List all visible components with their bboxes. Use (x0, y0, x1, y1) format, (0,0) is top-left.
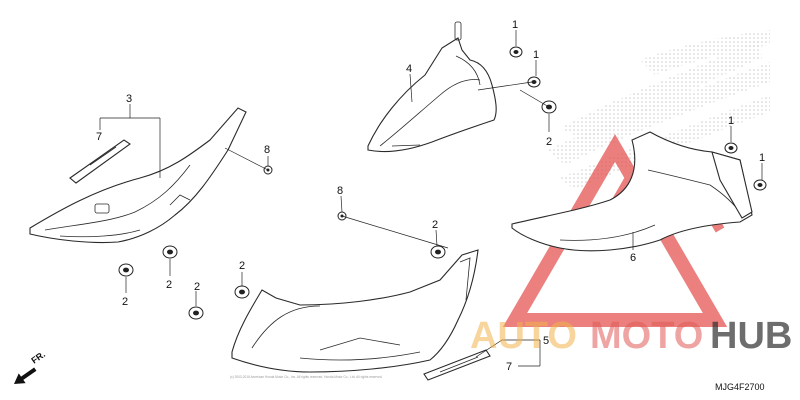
grommet-2-center (430, 245, 446, 259)
grommet-2-left-a (118, 263, 134, 277)
watermark-moto: MOTO (590, 315, 703, 357)
callout-7b: 7 (506, 361, 512, 373)
grommet-1c (724, 142, 738, 154)
callout-1c: 1 (728, 115, 734, 127)
part-5-lower-cover (231, 249, 479, 373)
callout-2b: 2 (122, 296, 128, 308)
grommet-1b (527, 76, 541, 88)
callout-2c: 2 (166, 279, 172, 291)
grommet-2-mid (234, 285, 250, 299)
callout-7a: 7 (96, 131, 102, 143)
callout-1a: 1 (512, 19, 518, 31)
callout-8a: 8 (264, 144, 270, 156)
copyright-text: (c) 2003-2016 American Honda Motor Co., … (230, 375, 383, 379)
part-7-emblem-upper (69, 139, 131, 184)
callout-1b: 1 (533, 49, 539, 61)
watermark-hub: HUB (710, 315, 792, 357)
callout-6: 6 (630, 252, 636, 264)
part-6-right-panel (511, 131, 753, 252)
grommet-1a (509, 46, 523, 58)
part-7-emblem-lower (423, 349, 491, 381)
grommet-1d (753, 179, 767, 191)
watermark-auto: AUTO (470, 315, 577, 357)
front-arrow-icon (14, 367, 37, 384)
automotohub-watermark: AUTO MOTO HUB (470, 315, 792, 357)
callout-1d: 1 (759, 152, 765, 164)
diagram-code: MJG4F2700 (715, 382, 765, 392)
grommet-2-left-b (162, 245, 178, 259)
grommet-2-left-c (188, 306, 204, 320)
callout-5: 5 (543, 335, 549, 347)
callout-2f: 2 (432, 219, 438, 231)
callout-2d: 2 (194, 281, 200, 293)
leader-lines (99, 30, 763, 367)
callouts: 1 1 1 1 2 2 2 2 2 2 3 4 5 6 7 7 8 8 (96, 19, 765, 373)
callout-3: 3 (126, 93, 132, 105)
callout-2e: 2 (239, 260, 245, 272)
front-label: FR. (29, 349, 47, 366)
front-direction-indicator: FR. (14, 349, 47, 384)
part-3-left-cover (29, 107, 247, 244)
callout-8b: 8 (337, 185, 343, 197)
callout-2a: 2 (546, 136, 552, 148)
part-4-inner-panel (367, 21, 497, 153)
callout-4: 4 (406, 63, 412, 75)
